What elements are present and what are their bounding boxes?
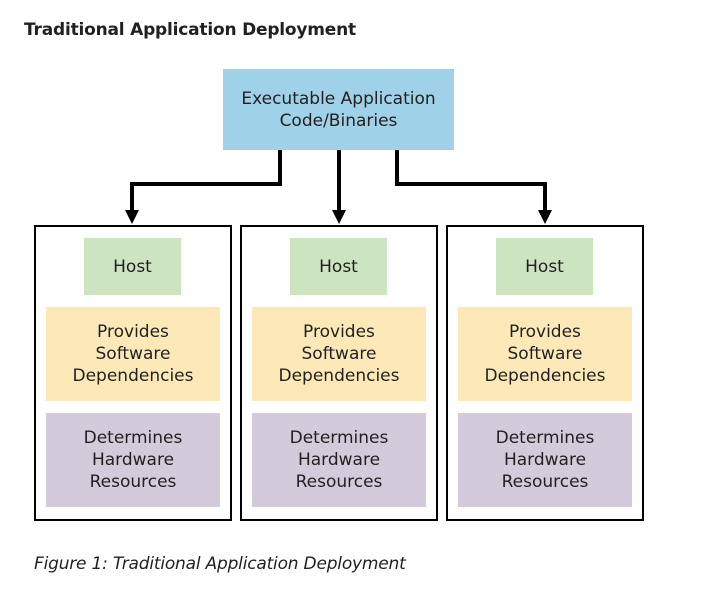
- hardware-resources-box: Determines Hardware Resources: [252, 413, 426, 507]
- figure-caption: Figure 1: Traditional Application Deploy…: [34, 554, 406, 574]
- diagram-title: Traditional Application Deployment: [24, 20, 356, 40]
- host-container-1: Host Provides Software Dependencies Dete…: [34, 225, 232, 521]
- software-dependencies-box: Provides Software Dependencies: [458, 307, 632, 401]
- connector-right: [395, 150, 547, 212]
- software-dependencies-box: Provides Software Dependencies: [252, 307, 426, 401]
- connector-left: [130, 150, 282, 212]
- host-label: Host: [496, 238, 593, 295]
- arrowhead-left-icon: [125, 210, 139, 224]
- hardware-resources-box: Determines Hardware Resources: [46, 413, 220, 507]
- host-label: Host: [84, 238, 181, 295]
- hardware-resources-box: Determines Hardware Resources: [458, 413, 632, 507]
- arrowhead-right-icon: [538, 210, 552, 224]
- executable-code-box: Executable Application Code/Binaries: [223, 69, 454, 150]
- host-label: Host: [290, 238, 387, 295]
- arrowhead-center-icon: [332, 210, 346, 224]
- software-dependencies-box: Provides Software Dependencies: [46, 307, 220, 401]
- host-container-2: Host Provides Software Dependencies Dete…: [240, 225, 438, 521]
- host-container-3: Host Provides Software Dependencies Dete…: [446, 225, 644, 521]
